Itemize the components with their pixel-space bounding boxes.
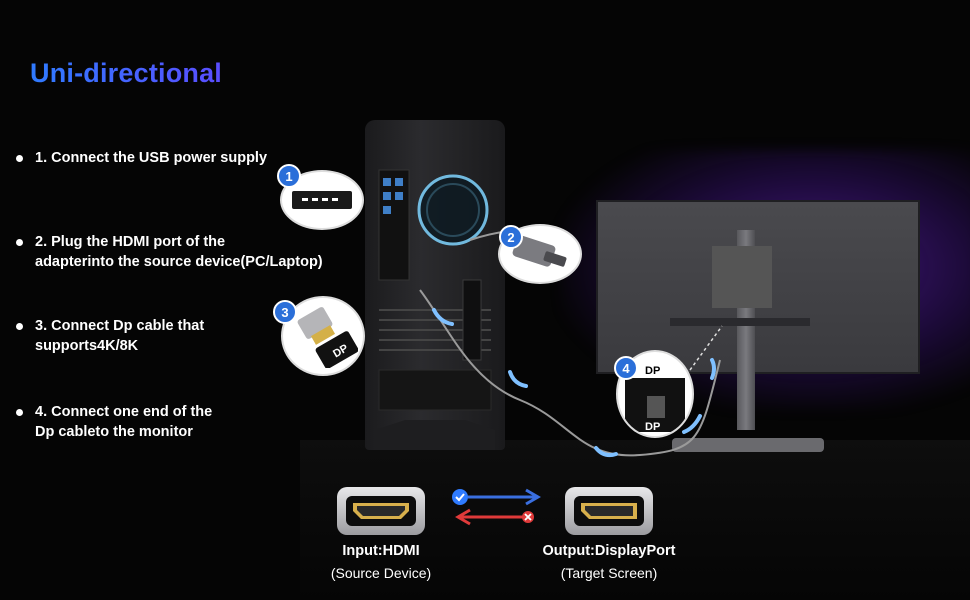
output-label: Output:DisplayPort <box>542 543 676 559</box>
hdmi-port <box>337 487 425 535</box>
direction-indicator <box>452 488 541 526</box>
badge-1: 1 <box>277 164 301 188</box>
hdmi-adapter-icon <box>512 235 567 267</box>
monitor-port-bar <box>670 318 810 326</box>
bullet-icon <box>16 409 23 416</box>
step-4-text: 4. Connect one end of the Dp cableto the… <box>35 404 213 440</box>
svg-text:DP: DP <box>645 421 660 432</box>
bullet-icon <box>16 323 23 330</box>
step-1-text: 1. Connect the USB power supply <box>35 150 268 166</box>
displayport-port <box>565 487 653 535</box>
step-4: 4. Connect one end of the Dp cableto the… <box>14 402 212 442</box>
input-sub-label: (Source Device) <box>330 565 432 581</box>
badge-3: 3 <box>273 300 297 324</box>
callout-hdmi-adapter <box>498 224 582 284</box>
callout-monitor-dp: DP DP <box>616 350 694 438</box>
svg-text:DP: DP <box>645 365 660 377</box>
callout-dp-cable: DP <box>281 296 365 376</box>
check-icon <box>452 489 468 505</box>
step-2-text: 2. Plug the HDMI port of the adapterinto… <box>35 234 323 270</box>
displayport-port-icon <box>574 496 644 526</box>
badge-4: 4 <box>614 356 638 380</box>
hdmi-port-icon <box>346 496 416 526</box>
input-label: Input:HDMI <box>342 543 420 559</box>
usb-connector-icon <box>292 191 352 209</box>
pc-tower-detail-icon <box>375 169 495 450</box>
step-2: 2. Plug the HDMI port of the adapterinto… <box>14 232 323 272</box>
step-3-text: 3. Connect Dp cable that supports4K/8K <box>35 318 205 354</box>
pc-tower <box>365 120 505 450</box>
step-1: 1. Connect the USB power supply <box>14 148 267 168</box>
monitor-stand-base <box>672 438 824 452</box>
page-title: Uni-directional <box>30 58 223 88</box>
output-sub-label: (Target Screen) <box>560 565 658 581</box>
monitor-vesa-mount <box>712 246 772 308</box>
monitor-dp-port-icon: DP DP <box>625 365 685 432</box>
bullet-icon <box>16 155 23 162</box>
badge-2: 2 <box>499 225 523 249</box>
step-3: 3. Connect Dp cable that supports4K/8K <box>14 316 204 356</box>
bullet-icon <box>16 239 23 246</box>
dp-cable-icon: DP <box>297 307 358 368</box>
